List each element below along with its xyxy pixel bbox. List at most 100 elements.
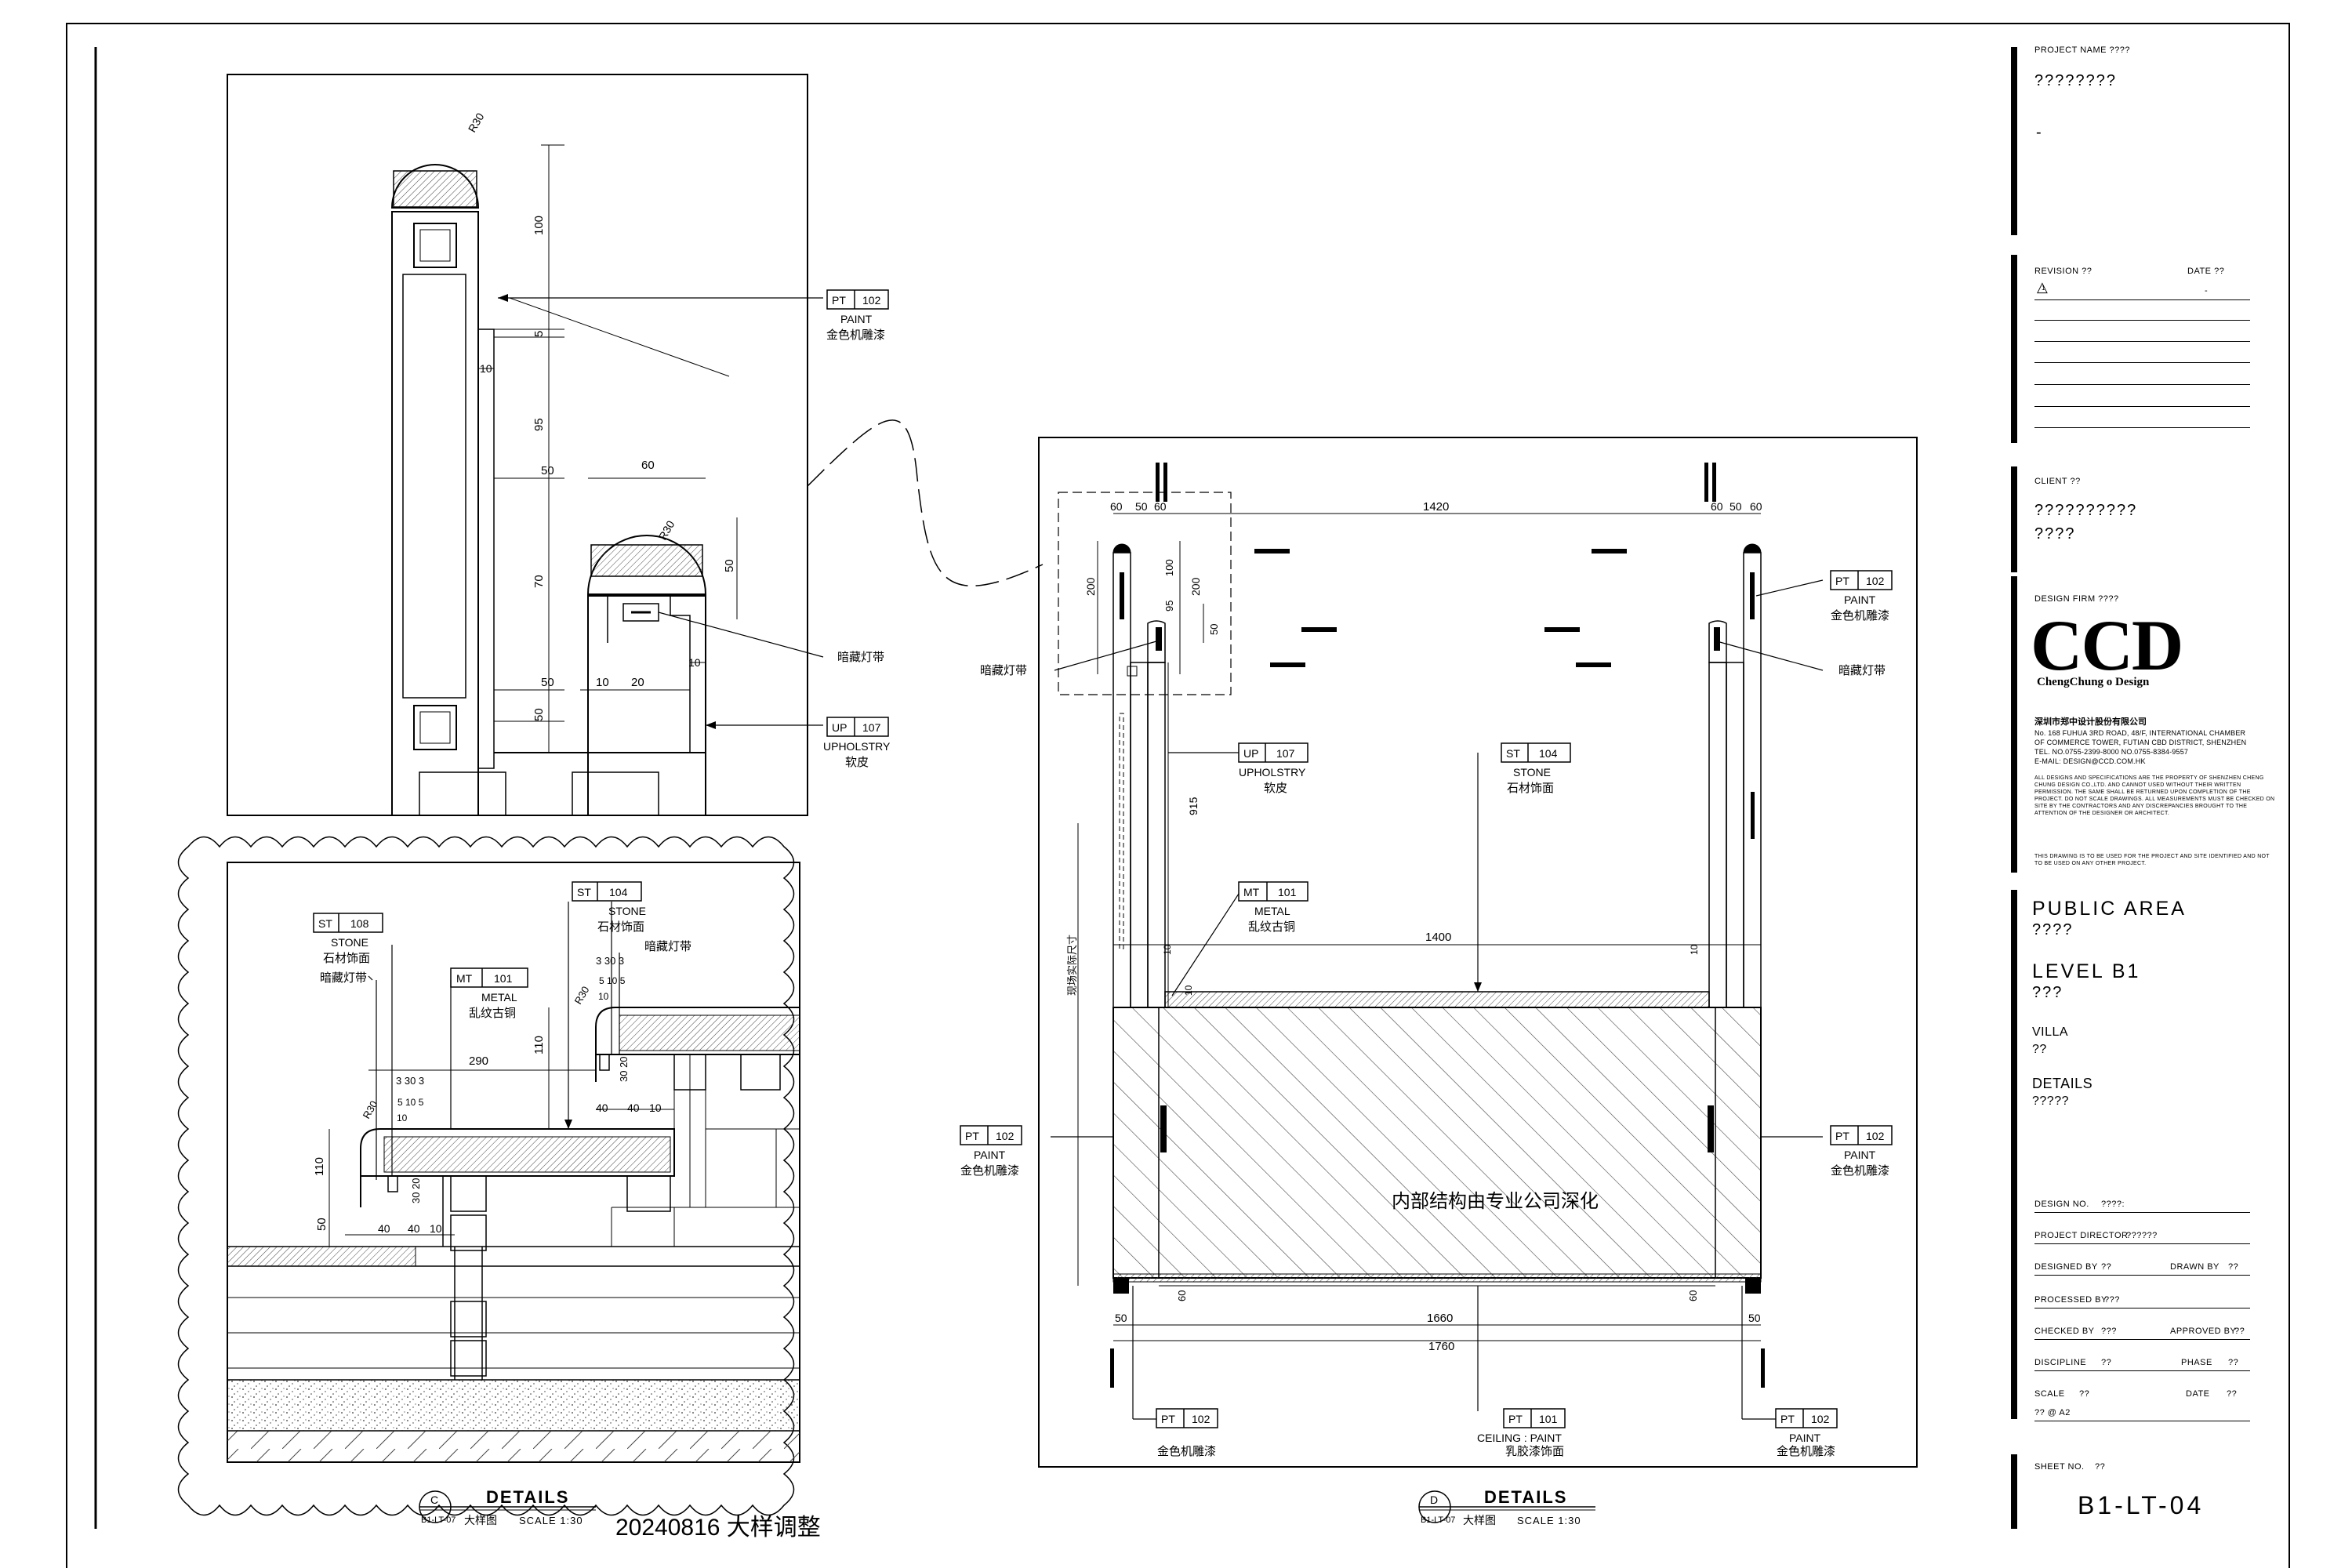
tag-c-up107: UP 107 UPHOLSTRY 软皮	[823, 717, 891, 769]
discipline-value: ??	[2101, 1358, 2112, 1367]
approved-by-value: ??	[2234, 1327, 2245, 1336]
svg-text:PT: PT	[1835, 1130, 1849, 1142]
svg-text:60: 60	[1750, 500, 1762, 513]
svg-text:60: 60	[1110, 500, 1123, 513]
svg-text:50: 50	[1730, 500, 1742, 513]
date-label: DATE ??	[2187, 267, 2225, 276]
svg-text:102: 102	[1192, 1413, 1210, 1425]
tag-d-pt102-mr: PT 102 PAINT 金色机雕漆	[1830, 1125, 1893, 1178]
approved-by-label: APPROVED BY	[2170, 1327, 2237, 1336]
date2-label: DATE	[2186, 1389, 2210, 1399]
svg-text:100: 100	[1163, 559, 1175, 576]
svg-text:3 30 3: 3 30 3	[396, 1075, 424, 1087]
svg-text:STONE: STONE	[331, 936, 368, 949]
legal-notes: ALL DESIGNS AND SPECIFICATIONS ARE THE P…	[2034, 775, 2275, 816]
svg-text:PT: PT	[1161, 1413, 1175, 1425]
dim-text: R30	[466, 111, 487, 134]
svg-text:60: 60	[1687, 1290, 1699, 1301]
svg-text:D: D	[1430, 1494, 1438, 1506]
dim-text: 10	[596, 676, 609, 689]
svg-text:PAINT: PAINT	[1844, 1149, 1876, 1161]
tag-d-pt102-bl: PT 102 金色机雕漆	[1156, 1408, 1218, 1458]
dim-text: 70	[532, 575, 546, 588]
tag-d-pt102-tr: PT 102 PAINT 金色机雕漆	[1830, 570, 1893, 622]
svg-text:METAL: METAL	[1254, 905, 1290, 917]
dim-text: 20	[631, 676, 644, 689]
svg-text:200: 200	[1084, 577, 1097, 596]
dim-text: 50	[541, 464, 554, 477]
svg-text:大样图: 大样图	[464, 1514, 497, 1526]
sheet-no-label: SHEET NO.	[2034, 1462, 2085, 1472]
svg-text:CEILING : PAINT: CEILING : PAINT	[1477, 1432, 1562, 1444]
svg-text:40: 40	[627, 1102, 640, 1114]
svg-text:40: 40	[596, 1102, 608, 1114]
svg-text:UP: UP	[832, 721, 847, 734]
svg-text:PT: PT	[1780, 1413, 1795, 1425]
sheet-number: B1-LT-04	[2078, 1491, 2205, 1519]
svg-text:102: 102	[1811, 1413, 1830, 1425]
svg-text:40: 40	[378, 1222, 390, 1235]
sheet-no-value: ??	[2095, 1462, 2106, 1472]
svg-text:1660: 1660	[1427, 1312, 1453, 1325]
tag-d-pt102-br: PT 102 PAINT 金色机雕漆	[1775, 1408, 1838, 1458]
svg-text:60: 60	[1711, 500, 1723, 513]
svg-text:102: 102	[862, 294, 881, 307]
paper-value: ?? @ A2	[2034, 1408, 2071, 1417]
svg-text:5 10 5: 5 10 5	[397, 1097, 424, 1108]
svg-text:SCALE 1:30: SCALE 1:30	[519, 1515, 583, 1526]
svg-text:B1-LT-07: B1-LT-07	[421, 1515, 456, 1525]
svg-text:MT: MT	[1243, 886, 1260, 898]
svg-text:50: 50	[1115, 1312, 1127, 1324]
svg-text:101: 101	[1278, 886, 1297, 898]
svg-text:50: 50	[315, 1218, 328, 1231]
svg-text:40: 40	[408, 1222, 420, 1235]
area-name: PUBLIC AREA	[2032, 898, 2187, 920]
svg-text:DETAILS: DETAILS	[486, 1487, 569, 1507]
phase-value: ??	[2228, 1358, 2239, 1367]
svg-text:101: 101	[1539, 1413, 1558, 1425]
client-value2: ????	[2034, 525, 2076, 543]
dim-text: 10	[480, 362, 492, 375]
svg-text:石材饰面: 石材饰面	[597, 920, 644, 934]
svg-text:金色机雕漆: 金色机雕漆	[1777, 1445, 1835, 1458]
tag-d-mt101: MT 101 METAL 乱纹古铜	[1238, 881, 1308, 934]
project-name-value: ????????	[2034, 72, 2117, 89]
project-name-label: PROJECT NAME ????	[2034, 45, 2131, 55]
svg-text:10: 10	[1183, 985, 1194, 996]
villa-name: VILLA	[2032, 1025, 2069, 1039]
svg-text:50: 50	[1748, 1312, 1761, 1324]
tag-c-pt102: PT 102 PAINT 金色机雕漆	[826, 289, 889, 342]
firm-address-4: E-MAIL: DESIGN@CCD.COM.HK	[2034, 757, 2146, 765]
firm-address-3: TEL. NO.0755-2399-8000 NO.0755-8384-9557	[2034, 748, 2189, 756]
svg-text:PAINT: PAINT	[974, 1149, 1006, 1161]
client-value: ??????????	[2034, 502, 2138, 519]
level-name: LEVEL B1	[2032, 960, 2141, 982]
svg-text:102: 102	[1866, 575, 1885, 587]
svg-text:50: 50	[1135, 500, 1148, 513]
svg-text:110: 110	[532, 1036, 546, 1054]
svg-text:PT: PT	[1508, 1413, 1523, 1425]
svg-text:石材饰面: 石材饰面	[1507, 782, 1554, 795]
svg-text:107: 107	[1276, 747, 1295, 760]
svg-text:STONE: STONE	[608, 905, 646, 917]
svg-text:PAINT: PAINT	[1844, 593, 1876, 606]
design-no-label: DESIGN NO.	[2034, 1200, 2089, 1209]
designed-by-value: ??	[2101, 1262, 2112, 1272]
svg-text:金色机雕漆: 金色机雕漆	[1831, 1164, 1889, 1178]
svg-text:1420: 1420	[1423, 500, 1449, 514]
tag-c-st108: ST 108 STONE 石材饰面	[313, 913, 383, 965]
svg-text:102: 102	[1866, 1130, 1885, 1142]
tag-d-pt101-bc: PT 101 CEILING : PAINT 乳胶漆饰面	[1477, 1408, 1566, 1458]
svg-text:915: 915	[1187, 797, 1200, 815]
client-label: CLIENT ??	[2034, 477, 2081, 486]
design-no-value: ????:	[2101, 1200, 2125, 1209]
svg-text:PAINT: PAINT	[840, 313, 873, 325]
svg-text:软皮: 软皮	[845, 756, 869, 769]
svg-text:10: 10	[1162, 944, 1173, 955]
processed-by-label: PROCESSED BY	[2034, 1295, 2107, 1305]
phase-label: PHASE	[2181, 1358, 2212, 1367]
drawn-by-label: DRAWN BY	[2170, 1262, 2220, 1272]
svg-text:金色机雕漆: 金色机雕漆	[1157, 1445, 1216, 1458]
svg-text:STONE: STONE	[1513, 766, 1551, 779]
